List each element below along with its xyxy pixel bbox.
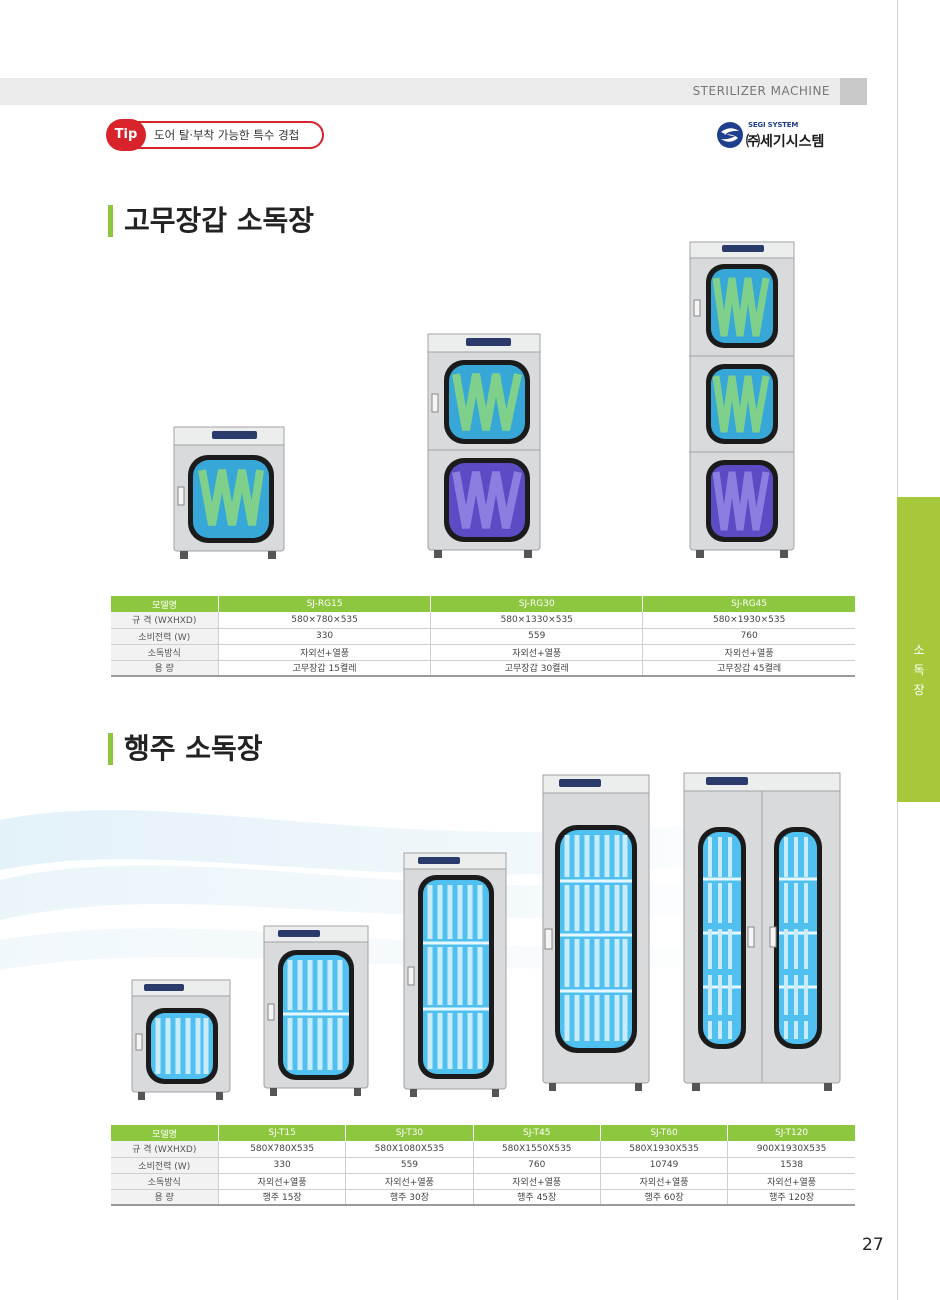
table-header-row: 모델명 SJ-T15 SJ-T30 SJ-T45 SJ-T60 SJ-T120 xyxy=(110,1125,855,1141)
table-cell: 자외선+열풍 xyxy=(345,1173,474,1190)
row-label: 규 격 (WXHXD) xyxy=(110,612,219,629)
table-cell: 행주 45장 xyxy=(472,1189,601,1206)
section-title-glove-sterilizer: 고무장갑 소독장 xyxy=(108,203,314,239)
model-header: SJ-RG45 xyxy=(642,596,855,612)
table-cell: 580X780X535 xyxy=(217,1141,346,1158)
table-header-row: 모델명 SJ-RG15 SJ-RG30 SJ-RG45 xyxy=(110,596,855,612)
table-cell: 760 xyxy=(472,1157,601,1174)
table-cell: 행주 120장 xyxy=(727,1189,855,1206)
row-label: 소독방식 xyxy=(110,1173,219,1190)
page-number: 27 xyxy=(862,1235,884,1255)
model-header: SJ-T45 xyxy=(472,1125,601,1141)
table-row: 규 격 (WXHXD) 580X780X535 580X1080X535 580… xyxy=(110,1141,855,1158)
model-header: SJ-T60 xyxy=(599,1125,728,1141)
model-header: SJ-T120 xyxy=(727,1125,855,1141)
table-cell: 자외선+열풍 xyxy=(430,644,643,661)
side-char-3: 장 xyxy=(913,683,925,697)
side-char-1: 소 xyxy=(913,643,925,657)
tip-badge: Tip 도어 탈·부착 가능한 특수 경첩 xyxy=(106,119,324,151)
table-cell: 고무장갑 30켤레 xyxy=(430,660,643,677)
table-cell: 580X1930X535 xyxy=(599,1141,728,1158)
table-cell: 자외선+열풍 xyxy=(472,1173,601,1190)
header-title: STERILIZER MACHINE xyxy=(692,84,830,98)
table-header-label: 모델명 xyxy=(110,596,219,612)
table-cell: 330 xyxy=(217,628,431,645)
row-label: 소비전력 (W) xyxy=(110,1157,219,1174)
table-row: 소독방식 자외선+열풍 자외선+열풍 자외선+열풍 xyxy=(110,644,855,661)
model-header: SJ-RG30 xyxy=(430,596,643,612)
header-tab xyxy=(840,78,867,105)
table-header-label: 모델명 xyxy=(110,1125,219,1141)
spec-table-glove-sterilizer: 모델명 SJ-RG15 SJ-RG30 SJ-RG45 규 격 (WXHXD) … xyxy=(110,596,855,677)
row-label: 규 격 (WXHXD) xyxy=(110,1141,219,1158)
table-cell: 1538 xyxy=(727,1157,855,1174)
tip-pill xyxy=(112,121,324,149)
table-cell: 559 xyxy=(430,628,643,645)
product-image-sj-rg45 xyxy=(688,240,798,562)
row-label: 소독방식 xyxy=(110,644,219,661)
table-cell: 580X1080X535 xyxy=(345,1141,474,1158)
product-image-sj-t60 xyxy=(541,773,651,1095)
product-image-sj-t30 xyxy=(262,924,370,1100)
table-cell: 580×1330×535 xyxy=(430,612,643,629)
table-cell: 760 xyxy=(642,628,855,645)
table-row: 용 량 행주 15장 행주 30장 행주 45장 행주 60장 행주 120장 xyxy=(110,1189,855,1206)
product-image-sj-t45 xyxy=(402,851,508,1101)
table-cell: 자외선+열풍 xyxy=(727,1173,855,1190)
spec-table-towel-sterilizer: 모델명 SJ-T15 SJ-T30 SJ-T45 SJ-T60 SJ-T120 … xyxy=(110,1125,855,1206)
table-cell: 고무장갑 45켤레 xyxy=(642,660,855,677)
table-cell: 330 xyxy=(217,1157,346,1174)
row-label: 용 량 xyxy=(110,1189,219,1206)
table-cell: 행주 15장 xyxy=(217,1189,346,1206)
table-cell: 행주 30장 xyxy=(345,1189,474,1206)
table-row: 소비전력 (W) 330 559 760 10749 1538 xyxy=(110,1157,855,1174)
table-cell: 자외선+열풍 xyxy=(217,1173,346,1190)
table-cell: 행주 60장 xyxy=(599,1189,728,1206)
table-cell: 자외선+열풍 xyxy=(217,644,431,661)
company-logo: SEGI SYSTEM ㈜세기시스템 xyxy=(716,118,836,152)
table-cell: 580X1550X535 xyxy=(472,1141,601,1158)
table-row: 규 격 (WXHXD) 580×780×535 580×1330×535 580… xyxy=(110,612,855,629)
table-row: 소독방식 자외선+열풍 자외선+열풍 자외선+열풍 자외선+열풍 자외선+열풍 xyxy=(110,1173,855,1190)
table-row: 용 량 고무장갑 15켤레 고무장갑 30켤레 고무장갑 45켤레 xyxy=(110,660,855,677)
table-cell: 고무장갑 15켤레 xyxy=(217,660,431,677)
product-image-sj-rg15 xyxy=(172,425,287,563)
table-cell: 580×1930×535 xyxy=(642,612,855,629)
table-cell: 10749 xyxy=(599,1157,728,1174)
model-header: SJ-RG15 xyxy=(217,596,431,612)
model-header: SJ-T15 xyxy=(217,1125,346,1141)
table-cell: 580×780×535 xyxy=(217,612,431,629)
side-char-2: 독 xyxy=(913,663,925,677)
header-bar xyxy=(0,78,840,105)
product-image-sj-t120 xyxy=(682,771,842,1095)
side-category-label: 소 독 장 xyxy=(912,640,926,700)
table-cell: 900X1930X535 xyxy=(727,1141,855,1158)
section-title-towel-sterilizer: 행주 소독장 xyxy=(108,731,263,767)
table-cell: 자외선+열풍 xyxy=(642,644,855,661)
logo-name: ㈜세기시스템 xyxy=(746,134,825,150)
row-label: 소비전력 (W) xyxy=(110,628,219,645)
side-category-tab xyxy=(897,497,940,802)
tip-label: Tip xyxy=(106,119,146,151)
logo-subtext: SEGI SYSTEM xyxy=(748,121,799,129)
product-image-sj-rg30 xyxy=(426,332,544,562)
row-label: 용 량 xyxy=(110,660,219,677)
model-header: SJ-T30 xyxy=(345,1125,474,1141)
logo-swirl-icon xyxy=(717,122,743,148)
product-image-sj-t15 xyxy=(130,978,232,1104)
table-cell: 559 xyxy=(345,1157,474,1174)
table-row: 소비전력 (W) 330 559 760 xyxy=(110,628,855,645)
table-cell: 자외선+열풍 xyxy=(599,1173,728,1190)
tip-text: 도어 탈·부착 가능한 특수 경첩 xyxy=(154,128,300,142)
